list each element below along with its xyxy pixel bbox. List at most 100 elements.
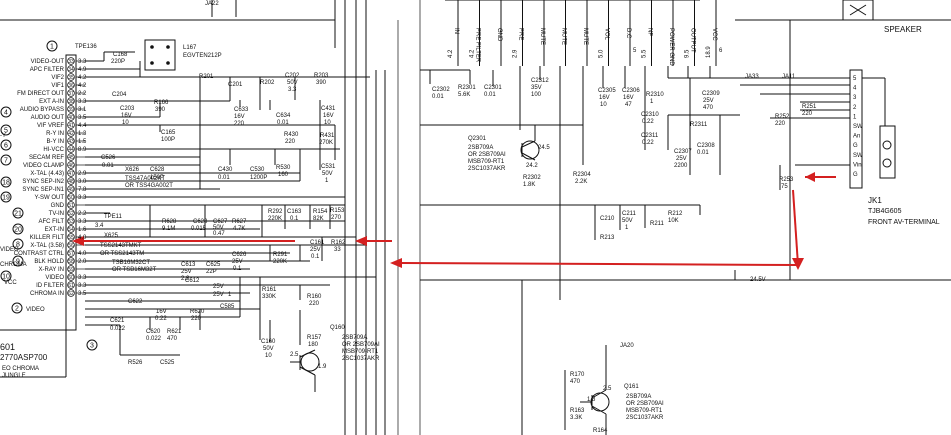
component-label: OR TSS2143TM — [100, 251, 144, 257]
ic601-pin-number: 60 — [68, 275, 74, 281]
component-label: 0.01 — [218, 175, 230, 181]
component-label: C165 — [161, 130, 176, 136]
component-label: TSB16M32CT — [112, 260, 150, 266]
ic601-pin-label: VIF2 — [51, 75, 64, 81]
ic601-pin-voltage: 2.2 — [78, 91, 87, 97]
connector-pin-circle — [0, 270, 12, 282]
component-label: 9.1M — [162, 226, 175, 232]
ic601-pin — [67, 121, 75, 129]
component-label: 0.01 — [697, 150, 709, 156]
component-label: 1 — [325, 178, 329, 184]
component-label: 270K — [319, 140, 333, 146]
ic601-pin — [67, 249, 75, 257]
ic601-pin — [67, 233, 75, 241]
component-label: 50V — [263, 346, 274, 352]
speaker-label: SPEAKER — [884, 25, 922, 34]
audio-ic-pin-label: MUTE — [539, 28, 545, 45]
ic601-pin-voltage: 3.3 — [78, 59, 87, 65]
component-label: 2.2 — [181, 276, 190, 282]
component-label: R526 — [128, 360, 143, 366]
component-label: R160 — [307, 294, 322, 300]
ic601-pin-voltage: 3.5 — [78, 115, 87, 121]
component-label: 10 — [265, 353, 272, 359]
component-label: 16V — [599, 95, 610, 101]
ic601-pin-number: 44 — [68, 147, 74, 153]
component-label: 390 — [155, 107, 166, 113]
component-label: C530 — [250, 167, 265, 173]
ic601-pin-voltage: 3.0 — [78, 179, 87, 185]
component-label: 0.022 — [110, 326, 126, 332]
arrow-head-down — [792, 258, 804, 270]
audio-ic-pin-label: MUTE — [582, 28, 588, 45]
ic601-pin — [67, 73, 75, 81]
component-label: OR TSB16M32T — [112, 267, 157, 273]
connector-pin-number: 8 — [16, 242, 20, 249]
ic601-pin-label: EXT A-IN — [39, 99, 64, 105]
component-label: C431 — [321, 106, 336, 112]
component-label: 25V — [676, 156, 687, 162]
component-label: JA22 — [205, 1, 219, 7]
ic601-pin — [67, 65, 75, 73]
arrow-head-extin — [72, 236, 84, 246]
component-label: C2301 — [484, 85, 502, 91]
audio-ic-pin-voltage: 4.2 — [448, 49, 454, 58]
ic601-pin-number: 61 — [68, 283, 74, 289]
ic601-pin-label: CHROMA IN — [30, 291, 64, 297]
component-label: R2304 — [573, 172, 591, 178]
component-label: 1.8 — [587, 397, 596, 403]
ic601-pin-label: CONTRAST CTRL — [14, 251, 65, 257]
component-label: R430 — [284, 132, 299, 138]
ic601-pin-label: SYNC SEP-IN2 — [22, 179, 64, 185]
component-label: C204 — [112, 92, 127, 98]
ic601-pin-voltage: 1.6 — [78, 227, 87, 233]
component-label: JA11 — [782, 74, 796, 80]
component-label: EGVTEN212P — [183, 53, 222, 59]
connector-pin-number: 19 — [2, 195, 10, 202]
component-label: 470 — [703, 105, 714, 111]
component-label: 0.22 — [642, 119, 654, 125]
component-label: 50V — [622, 218, 633, 224]
component-label: 160 — [278, 172, 289, 178]
component-label: R2310 — [646, 92, 664, 98]
audio-ic-pin-label: D.C — [625, 28, 631, 39]
component-label: 25V — [232, 259, 243, 265]
component-label: R157 — [307, 335, 322, 341]
connector-pin-number: 1 — [50, 44, 54, 51]
highlight-arrows — [72, 172, 836, 270]
audio-ic-pin-label: MUTE — [561, 28, 567, 45]
ic601-pin-voltage: 1.5 — [78, 139, 87, 145]
ic601-pin — [67, 257, 75, 265]
component-label: C634 — [276, 113, 291, 119]
ic601-pin-number: 51 — [68, 203, 74, 209]
ic601-pin-label: EXT-IN — [45, 227, 64, 233]
ic601-pin-number: 49 — [68, 187, 74, 193]
ic601-pin-voltage: 4.4 — [78, 123, 87, 129]
component-label: 220 — [285, 139, 296, 145]
component-label: 180 — [308, 342, 319, 348]
audio-ic-pin-voltage: 2.9 — [513, 49, 519, 58]
jack-pin: G — [853, 172, 858, 178]
audio-ic-pin-label: POWER GND — [668, 28, 674, 66]
edge-label: CHROMA — [0, 262, 27, 268]
component-label: 50V — [213, 225, 224, 231]
ic601-name: 601 — [0, 342, 15, 352]
component-label: MSB709-RT1 — [468, 159, 505, 165]
connector-pin-circle — [0, 124, 12, 136]
connector-pin-number: 9 — [16, 259, 20, 266]
audio-ic-pin-label: NF — [647, 28, 653, 36]
component-label: 4.7K — [233, 226, 245, 232]
ic601-pin-voltage: 4.2 — [78, 75, 87, 81]
ic601-pin — [67, 81, 75, 89]
component-label: OR 2SB709AI — [626, 401, 664, 407]
audio-ic-pin-label: IN — [453, 28, 459, 34]
ic601-pin-number: 43 — [68, 139, 74, 145]
component-label: 0.01 — [102, 163, 114, 169]
audio-ic-pin-voltage: 4.2 — [470, 49, 476, 58]
jack-part: TJB4G605 — [868, 208, 902, 215]
component-label: JA20 — [620, 343, 634, 349]
component-label: C526 — [101, 155, 116, 161]
component-label: R166 — [154, 100, 169, 106]
edge-label: VIDEO — [0, 247, 19, 253]
